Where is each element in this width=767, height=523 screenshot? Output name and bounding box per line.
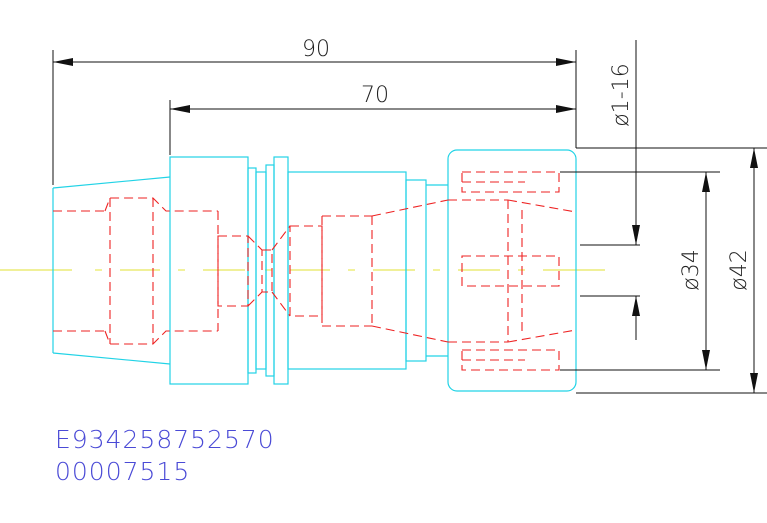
dimension-lines — [52, 40, 767, 394]
dim-collet-label: ø1-16 — [609, 63, 634, 126]
part-code-line-2: 00007515 — [55, 457, 191, 486]
dim-outer-label: ø42 — [727, 249, 752, 290]
dim-90-label: 90 — [302, 37, 330, 62]
hidden-lines — [53, 171, 577, 371]
dim-70-label: 70 — [361, 83, 389, 108]
part-code-line-1: E934258752570 — [55, 425, 275, 454]
dim-inner-label: ø34 — [679, 249, 704, 290]
